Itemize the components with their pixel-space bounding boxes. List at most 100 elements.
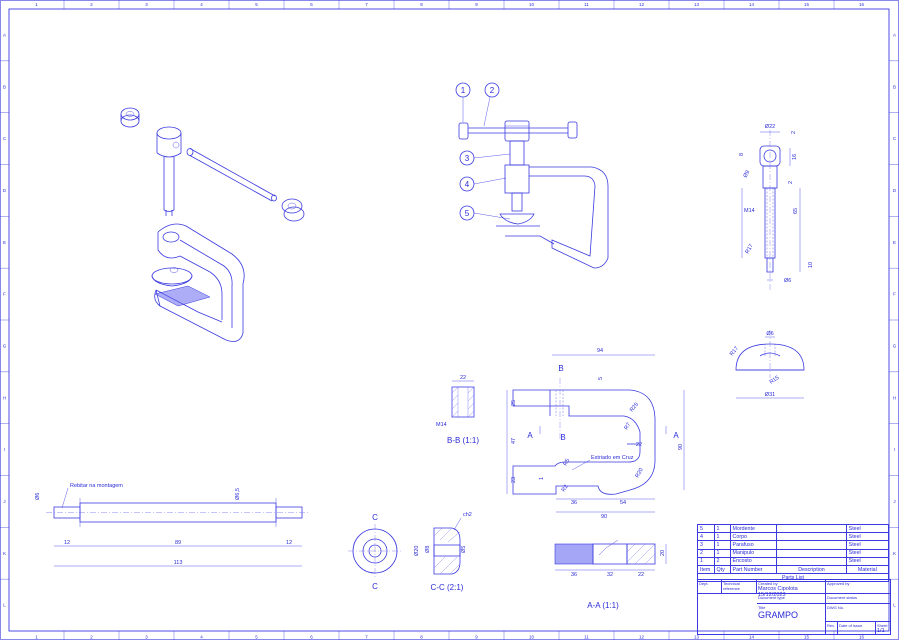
zone-row-label: C: [893, 136, 897, 141]
svg-text:R17: R17: [729, 346, 740, 358]
tb-date-of-issue: Date of issue: [838, 622, 876, 634]
svg-text:54: 54: [620, 500, 626, 506]
tb-title: Title GRAMPO: [757, 604, 826, 634]
svg-text:R5: R5: [563, 458, 572, 467]
parts-list-header-row: Item Qty Part Number Description Materia…: [697, 564, 890, 575]
svg-text:1: 1: [461, 86, 466, 95]
zone-row-label: H: [3, 395, 6, 400]
svg-text:C: C: [372, 513, 378, 522]
svg-text:2: 2: [791, 131, 797, 134]
svg-text:2: 2: [490, 86, 495, 95]
svg-text:M14: M14: [436, 422, 447, 428]
svg-text:Estriado em Cruz: Estriado em Cruz: [591, 455, 634, 461]
svg-text:16: 16: [792, 154, 798, 160]
zone-column-label: 11: [584, 2, 589, 7]
zone-row-label: A: [893, 32, 896, 37]
header-description: Description: [776, 564, 847, 575]
svg-text:4: 4: [465, 180, 470, 189]
svg-text:Ø6: Ø6: [35, 493, 41, 500]
svg-text:Ø6,5: Ø6,5: [235, 488, 241, 500]
iso-body: [151, 223, 245, 342]
tb-tech-ref: Technical reference: [722, 580, 757, 594]
svg-text:B-B (1:1): B-B (1:1): [447, 436, 479, 445]
svg-text:113: 113: [174, 560, 183, 566]
parts-cell-qty: 2: [713, 556, 731, 566]
svg-text:10: 10: [808, 262, 814, 268]
svg-text:R7: R7: [624, 422, 633, 431]
zone-column-label: 8: [420, 635, 423, 640]
svg-text:R15: R15: [769, 375, 781, 386]
svg-text:32: 32: [607, 572, 613, 578]
zone-column-label: 12: [639, 635, 645, 640]
tb-sheet-value: 1/1: [877, 628, 885, 634]
svg-text:A: A: [527, 431, 533, 440]
zone-column-label: 16: [859, 2, 865, 7]
svg-text:25: 25: [511, 400, 517, 406]
zone-column-label: 5: [255, 2, 258, 7]
parts-cell-part-number: Corpo: [729, 532, 778, 542]
svg-text:A: A: [673, 431, 679, 440]
zone-row-label: C: [3, 136, 7, 141]
balloon-1: 1: [455, 82, 471, 122]
zone-column-label: 1: [35, 635, 38, 640]
zone-row-label: K: [893, 551, 896, 556]
svg-text:65: 65: [793, 208, 799, 214]
tb-doc-status: Document status: [826, 594, 890, 604]
zone-row-label: H: [893, 395, 896, 400]
zone-row-label: D: [893, 188, 897, 193]
parts-cell-qty: 1: [713, 532, 731, 542]
section-cc-view: Ø20 Ø8 ch2 Ø5 C-C (2:1): [414, 512, 472, 592]
svg-text:12: 12: [64, 540, 70, 546]
svg-text:B: B: [558, 364, 563, 373]
svg-text:5: 5: [598, 377, 604, 380]
handle-pin-view: Rebitar na montagem Ø6 Ø6,5 12 89 12 113: [35, 483, 310, 567]
zone-row-label: I: [4, 447, 5, 452]
svg-text:C-C (2:1): C-C (2:1): [431, 583, 464, 592]
section-cc-circle-view: C C: [348, 513, 402, 591]
svg-text:R25: R25: [629, 402, 640, 414]
svg-text:R17: R17: [745, 243, 755, 255]
svg-text:5: 5: [465, 209, 470, 218]
zone-column-label: 1: [35, 2, 38, 7]
assembly-view: 1 2 3 4 5: [455, 82, 609, 269]
tb-created-by-value: Marcos Cipolota 15/12/2023: [758, 586, 798, 598]
svg-text:Ø9: Ø9: [743, 170, 752, 179]
tb-approved-by: Approved by: [826, 580, 890, 594]
zone-row-label: G: [893, 343, 897, 348]
svg-text:12: 12: [286, 540, 292, 546]
zone-column-label: 9: [475, 635, 478, 640]
parts-cell-qty: 1: [713, 548, 731, 558]
parts-cell-material: Steel: [845, 556, 890, 566]
section-aa-view: 36 32 22 20 A-A (1:1): [554, 539, 667, 610]
zone-column-label: 16: [859, 635, 865, 640]
screw-detail-view: Ø22 2 8 Ø9 16 2 M14 65 R17 10 Ø6: [739, 124, 814, 292]
zone-row-label: L: [893, 603, 896, 608]
zone-column-label: 3: [145, 2, 148, 7]
tb-rev: Rev.: [826, 622, 838, 634]
zone-column-label: 7: [365, 635, 368, 640]
svg-text:22: 22: [460, 375, 466, 381]
parts-cell-description: [776, 556, 847, 566]
header-material: Material: [845, 564, 890, 575]
zone-column-label: 13: [694, 635, 700, 640]
zone-column-label: 5: [255, 635, 258, 640]
zone-row-label: J: [893, 499, 895, 504]
svg-text:90: 90: [601, 514, 607, 520]
isometric-exploded-view: [120, 107, 305, 342]
tb-created-by: Created by Marcos Cipolota 15/12/2023: [757, 580, 826, 598]
svg-text:36: 36: [571, 572, 577, 578]
svg-text:Ø22: Ø22: [765, 124, 775, 130]
parts-cell-qty: 1: [713, 523, 731, 534]
zone-row-label: L: [3, 603, 6, 608]
svg-text:23: 23: [511, 477, 517, 483]
zone-row-label: G: [3, 343, 7, 348]
svg-text:94: 94: [597, 348, 603, 354]
parts-cell-item: 1: [697, 556, 715, 566]
parts-cell-material: Steel: [845, 548, 890, 558]
zone-column-label: 4: [200, 635, 203, 640]
iso-pad-2: [281, 198, 305, 222]
iso-handle: [186, 148, 277, 202]
tb-sheet: Sheet 1/1: [877, 623, 888, 634]
